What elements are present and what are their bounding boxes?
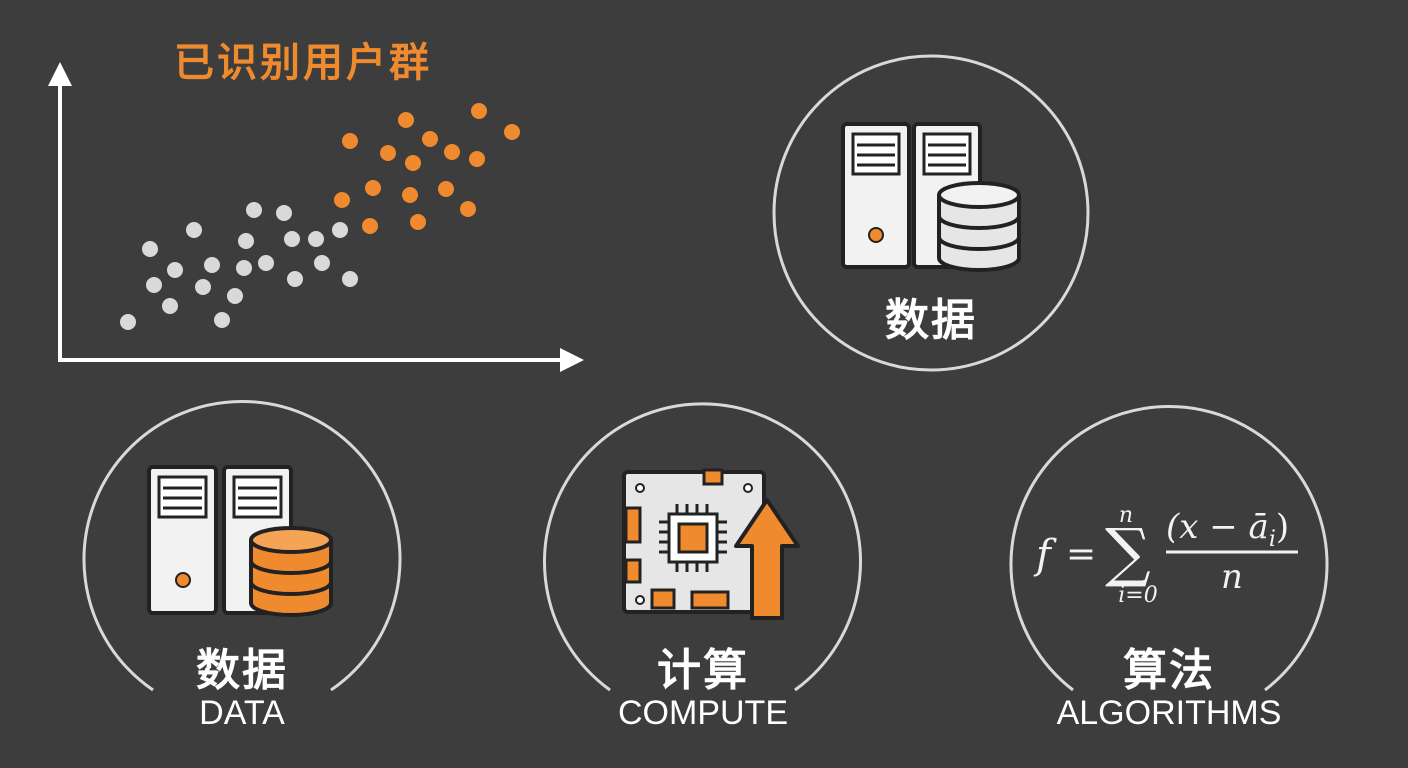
scatter-point-other	[258, 255, 274, 271]
scatter-point-identified	[334, 192, 350, 208]
pillar-compute-label-zh: 计算	[657, 645, 749, 696]
scatter-point-other	[214, 312, 230, 328]
formula-lhs: f	[1033, 532, 1057, 578]
scatter-point-other	[332, 222, 348, 238]
compute-pillar-arc	[543, 402, 862, 692]
scatter-point-identified	[362, 218, 378, 234]
scatter-point-other	[284, 231, 300, 247]
scatter-title: 已识别用户群	[174, 40, 432, 86]
scatter-point-identified	[469, 151, 485, 167]
circuit-board-icon	[622, 468, 766, 614]
scatter-point-other	[236, 260, 252, 276]
scatter-point-other	[120, 314, 136, 330]
scatter-point-identified	[410, 214, 426, 230]
scatter-point-other	[342, 271, 358, 287]
pillar-data-label-en: DATA	[199, 694, 285, 732]
scatter-point-other	[162, 298, 178, 314]
scatter-point-other	[287, 271, 303, 287]
scatter-point-other	[167, 262, 183, 278]
sum-symbol: ∑	[1105, 516, 1151, 590]
scatter-point-other	[308, 231, 324, 247]
scatter-point-other	[142, 241, 158, 257]
database-icon	[249, 526, 333, 617]
top-data-node	[772, 54, 1090, 372]
pillar-algorithms-label-zh: 算法	[1123, 645, 1215, 696]
scatter-point-identified	[365, 180, 381, 196]
scatter-point-identified	[504, 124, 520, 140]
scatter-point-identified	[471, 103, 487, 119]
pillar-compute-label-en: COMPUTE	[618, 694, 788, 732]
scatter-point-other	[314, 255, 330, 271]
scatter-point-other	[186, 222, 202, 238]
x-axis-arrow	[560, 348, 584, 372]
formula: f = n ∑ i=0 (x − āi) n	[1033, 503, 1298, 608]
data-pillar-arc	[82, 400, 402, 692]
top-node-label: 数据	[885, 295, 977, 346]
database-icon	[937, 181, 1021, 272]
scatter-point-identified	[342, 133, 358, 149]
formula-numerator: (x − āi)	[1166, 507, 1289, 552]
scatter-point-identified	[460, 201, 476, 217]
pillar-data-label-zh: 数据	[196, 645, 288, 696]
formula-sum-lower: i=0	[1118, 583, 1157, 608]
arrow-up-icon	[734, 498, 800, 620]
formula-eq: =	[1066, 534, 1096, 575]
scatter-point-other	[246, 202, 262, 218]
scatter-point-identified	[422, 131, 438, 147]
pillar-algorithms-label-en: ALGORITHMS	[1056, 694, 1282, 732]
scatter-point-identified	[402, 187, 418, 203]
scatter-point-other	[204, 257, 220, 273]
scatter-points	[120, 103, 520, 330]
scatter-point-other	[227, 288, 243, 304]
scatter-point-other	[146, 277, 162, 293]
top-node-circle	[772, 54, 1090, 372]
scatter-point-identified	[444, 144, 460, 160]
scatter-point-identified	[438, 181, 454, 197]
scatter-point-other	[276, 205, 292, 221]
scatter-point-other	[238, 233, 254, 249]
algorithms-pillar-arc	[1009, 405, 1329, 692]
scatter-point-identified	[380, 145, 396, 161]
formula-sum-upper: n	[1119, 503, 1133, 528]
scatter-point-identified	[405, 155, 421, 171]
y-axis-arrow	[48, 62, 72, 86]
server-icon	[147, 465, 293, 615]
scatter-point-identified	[398, 112, 414, 128]
formula-denominator: n	[1221, 557, 1243, 597]
scatter-axes	[48, 62, 584, 372]
chip-icon	[659, 504, 727, 572]
scatter-point-other	[195, 279, 211, 295]
